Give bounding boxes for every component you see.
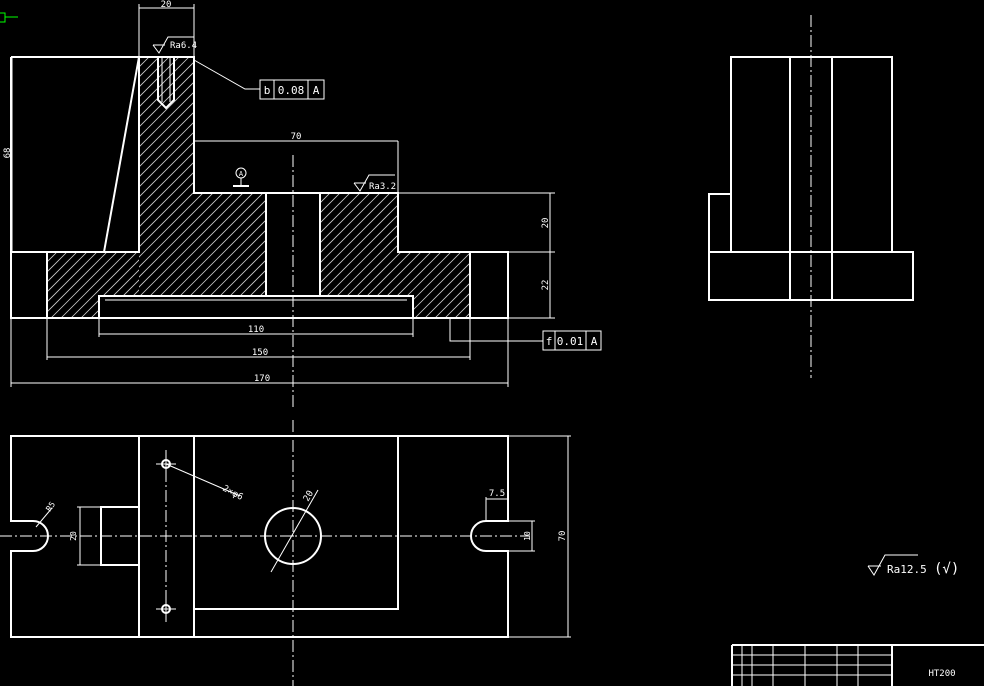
title-block: HT200 <box>731 644 984 686</box>
tolerance-1-datum: A <box>313 84 320 97</box>
dim-plan-width: 70 <box>558 531 568 542</box>
front-dimensions: 20 68 70 20 22 110 150 170 <box>3 0 555 387</box>
dim-base-height: 22 <box>541 280 551 291</box>
corner-marker <box>0 12 6 23</box>
dim-boss-height: 20 <box>541 218 551 229</box>
dim-slot-offset: 7.5 <box>489 489 505 499</box>
dim-center-width: 20 <box>69 531 78 541</box>
dim-holes: 2×φ6 <box>221 484 245 503</box>
dim-top-span: 70 <box>291 132 302 142</box>
svg-text:Ra3.2: Ra3.2 <box>369 182 396 192</box>
svg-text:A: A <box>239 170 244 178</box>
roughness-general-value: Ra12.5 <box>887 563 927 576</box>
tolerance-2-value: 0.01 <box>557 335 584 348</box>
dim-recess-width: 110 <box>248 325 264 335</box>
roughness-boss: Ra3.2 <box>353 174 396 192</box>
dim-base-inner: 150 <box>252 348 268 358</box>
bottom-recess <box>98 295 414 318</box>
tolerance-frame-1: b 0.08 A <box>193 59 325 100</box>
dim-bore: 20 <box>302 489 316 503</box>
roughness-top: Ra6.4 <box>152 36 197 54</box>
datum-symbol: A <box>233 167 249 187</box>
svg-text:Ra6.4: Ra6.4 <box>170 41 197 51</box>
side-view <box>708 15 914 378</box>
tolerance-1-value: 0.08 <box>278 84 305 97</box>
rib-edge <box>103 56 140 253</box>
dim-top-width: 20 <box>161 0 172 10</box>
dim-slot-width: 10 <box>523 531 532 541</box>
dim-slot-r: R5 <box>44 500 57 513</box>
top-hole <box>157 57 175 110</box>
roughness-general-suffix: (√) <box>934 561 959 577</box>
tolerance-frame-2: f 0.01 A <box>449 318 602 351</box>
dim-height: 68 <box>3 148 13 159</box>
roughness-general: Ra12.5 (√) <box>867 554 959 577</box>
material-label: HT200 <box>928 669 955 679</box>
tolerance-1-symbol: b <box>264 84 271 97</box>
tolerance-2-symbol: f <box>546 335 553 348</box>
dim-base-overall: 170 <box>254 374 270 384</box>
tolerance-2-datum: A <box>591 335 598 348</box>
